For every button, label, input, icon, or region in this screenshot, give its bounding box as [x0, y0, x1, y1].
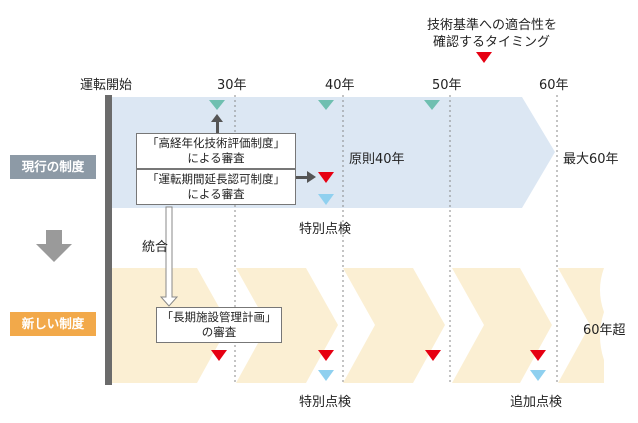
- year-tick-30: 30年: [217, 78, 247, 93]
- beyond-60-label: 60年超: [583, 323, 626, 338]
- long-term-facility-plan-review-box: 「長期施設管理計画」 の審査: [156, 307, 282, 343]
- compliance-timing-marker: [476, 52, 492, 63]
- teal-marker-50: [424, 100, 440, 110]
- teal-marker-30: [209, 100, 225, 110]
- timeline-start-bar: [105, 95, 112, 385]
- new-system-label: 新しい制度: [10, 312, 96, 336]
- lightblue-marker-new-60: [530, 370, 546, 381]
- extension-approval-review-line2: による審査: [187, 187, 245, 201]
- new-band-segment-4: [452, 268, 552, 383]
- current-system-label: 現行の制度: [10, 155, 96, 179]
- compliance-note-line2: 確認するタイミング: [433, 35, 551, 50]
- max-60-label: 最大60年: [563, 152, 619, 167]
- lightblue-marker-current-40: [318, 194, 334, 205]
- compliance-note-line1: 技術基準への適合性を: [427, 18, 558, 33]
- transition-arrow: [36, 230, 72, 262]
- special-inspection-new-label: 特別点検: [299, 395, 352, 410]
- extension-approval-review-line1: 「運転期間延長認可制度」: [147, 172, 285, 186]
- lightblue-marker-new-40: [318, 370, 334, 381]
- red-marker-current-40: [318, 172, 334, 183]
- year-tick-40: 40年: [325, 78, 355, 93]
- red-marker-new-30: [211, 350, 227, 361]
- review-up-arrow-head: [211, 114, 223, 122]
- review-right-arrow-head: [307, 171, 316, 183]
- special-inspection-current-label: 特別点検: [299, 222, 352, 237]
- red-marker-new-40: [318, 350, 334, 361]
- red-marker-new-60: [530, 350, 546, 361]
- long-term-facility-plan-line1: 「長期施設管理計画」: [161, 310, 277, 324]
- review-right-arrow-shaft: [296, 176, 308, 179]
- aging-evaluation-review-line2: による審査: [187, 151, 245, 165]
- red-marker-new-50: [425, 350, 441, 361]
- long-term-facility-plan-line2: の審査: [201, 325, 237, 339]
- merge-label: 統合: [142, 240, 169, 255]
- new-band-segment-2: [236, 268, 338, 383]
- year-tick-60: 60年: [539, 78, 569, 93]
- operation-start-label: 運転開始: [80, 78, 133, 93]
- new-band-segment-3: [343, 268, 445, 383]
- new-band-segment-5: [558, 268, 604, 383]
- merge-arrow: [159, 206, 179, 307]
- teal-marker-40: [318, 100, 334, 110]
- additional-inspection-label: 追加点検: [510, 395, 563, 410]
- year-tick-50: 50年: [432, 78, 462, 93]
- aging-evaluation-review-line1: 「高経年化技術評価制度」: [147, 136, 285, 150]
- principle-40-label: 原則40年: [349, 152, 405, 167]
- extension-approval-review-box: 「運転期間延長認可制度」 による審査: [136, 169, 296, 205]
- aging-evaluation-review-box: 「高経年化技術評価制度」 による審査: [136, 133, 296, 169]
- review-up-arrow-shaft: [216, 121, 219, 133]
